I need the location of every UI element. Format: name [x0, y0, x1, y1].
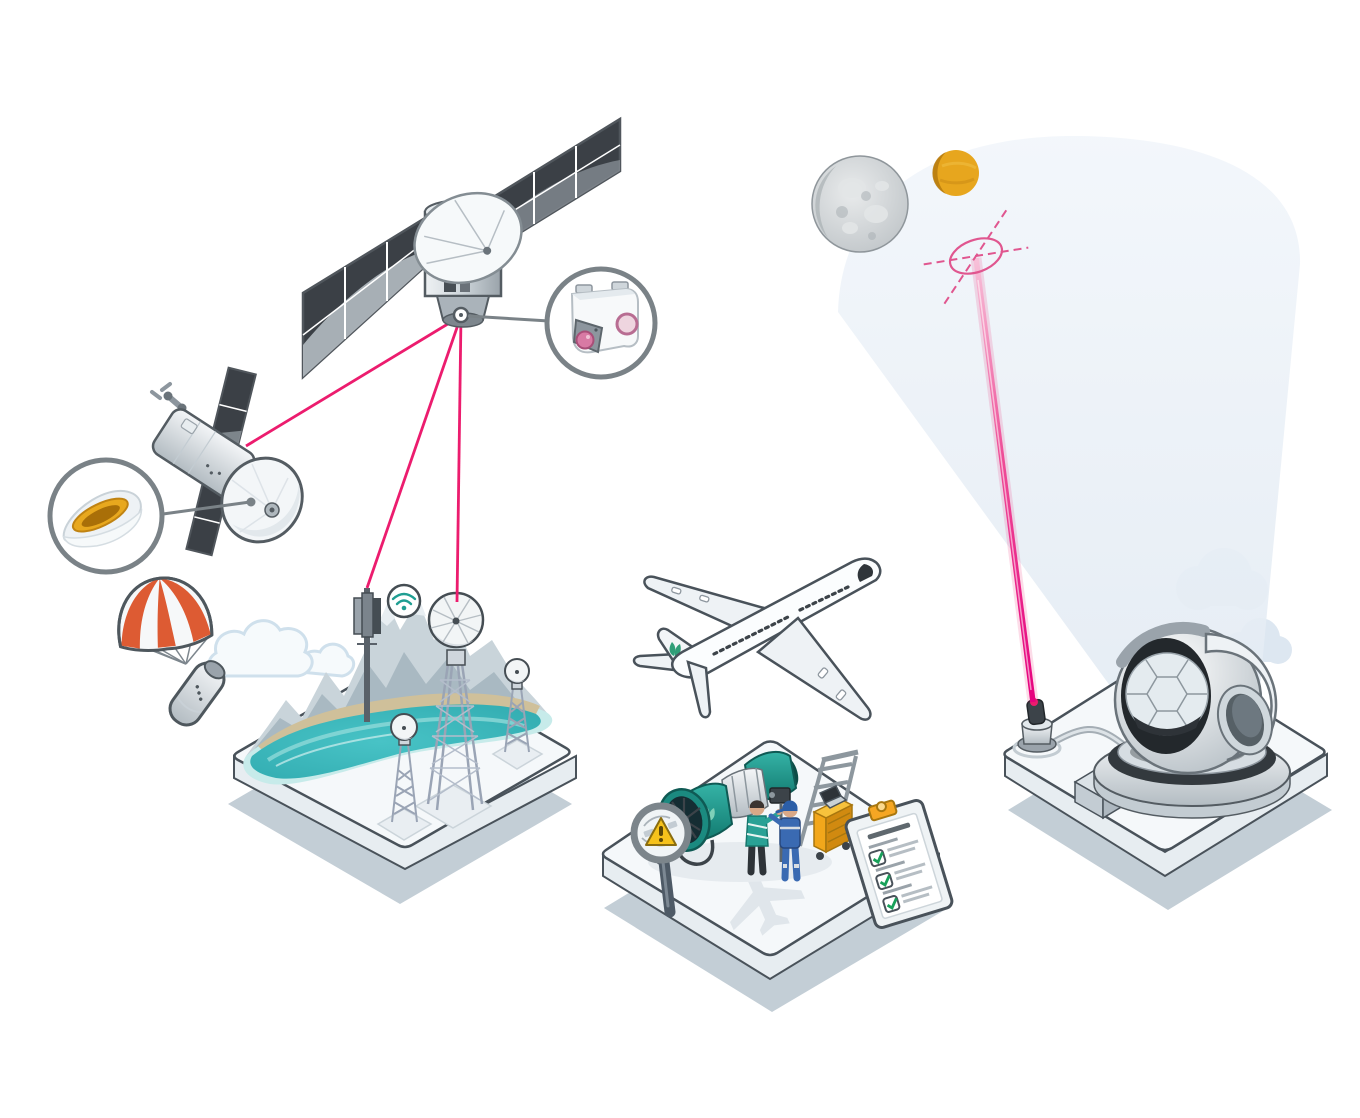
- worker-engineer: [768, 800, 801, 882]
- solar-panel-left: [301, 212, 432, 380]
- check-icon: [879, 874, 891, 888]
- light-cone: [838, 135, 1301, 736]
- observatory-slab-side: [1004, 752, 1328, 878]
- dome-mirror: [1125, 652, 1209, 736]
- water: [250, 704, 541, 779]
- planet: [932, 150, 979, 196]
- satellite-dish: [413, 191, 523, 285]
- laser-terminal-icon: [570, 281, 639, 354]
- parachute-canopy: [117, 576, 214, 652]
- laser-link-to-cell-mast: [365, 315, 463, 589]
- check-icon: [886, 897, 898, 910]
- check-icon: [872, 851, 884, 865]
- window-row: [712, 614, 792, 656]
- target-crosshair-icon: [923, 207, 1029, 305]
- laser-ground-station: [1012, 698, 1062, 759]
- tower-small-right: [504, 658, 530, 753]
- window-row-front: [798, 585, 850, 612]
- dome-right-shutter: [1204, 632, 1278, 762]
- big-dish-antenna: [427, 591, 485, 649]
- tower-small-front: [390, 713, 418, 823]
- laser-link-to-spacecraft: [245, 314, 462, 448]
- laptop: [818, 785, 848, 809]
- dish-tower: [426, 591, 485, 811]
- stabilizer-right: [686, 660, 712, 719]
- capsule: [168, 660, 226, 727]
- cell-mast: [353, 588, 381, 722]
- moon: [811, 155, 909, 253]
- inset-laser-terminal: [467, 266, 658, 380]
- satellite-laser-links: [245, 314, 463, 603]
- laser-link-to-dish-tower: [455, 315, 463, 603]
- wing-flap-tracks: [671, 586, 847, 701]
- stabilizer-left: [632, 652, 680, 672]
- warning-triangle-icon: [645, 817, 677, 846]
- island-platform: [228, 583, 577, 904]
- cockpit-windshield: [857, 564, 874, 582]
- spacecraft-dish: [220, 456, 304, 544]
- observatory-dome: [1093, 621, 1291, 819]
- dome-back-shutter: [1116, 621, 1210, 668]
- parachute-capsule: [117, 576, 226, 727]
- inset-retroreflector: [47, 457, 256, 575]
- airplane: [632, 557, 882, 721]
- airplane-watermark: [730, 864, 805, 936]
- checklist-item: [882, 883, 933, 913]
- observatory-platform: [1003, 621, 1332, 910]
- cloud-left-outline: [207, 619, 356, 678]
- wifi-badge: [386, 583, 422, 619]
- checklist-item: [875, 860, 926, 891]
- checklist-item: [868, 837, 919, 868]
- retroreflector-icon: [62, 489, 143, 548]
- spacecraft: [150, 366, 304, 557]
- maintenance-platform: [601, 740, 954, 1012]
- lagoon: [243, 693, 553, 785]
- fuselage: [671, 557, 882, 679]
- laser-beam: [970, 257, 1039, 703]
- magnifier: [630, 802, 692, 918]
- checklist-clipboard: [844, 798, 954, 930]
- wifi-icon: [391, 592, 417, 606]
